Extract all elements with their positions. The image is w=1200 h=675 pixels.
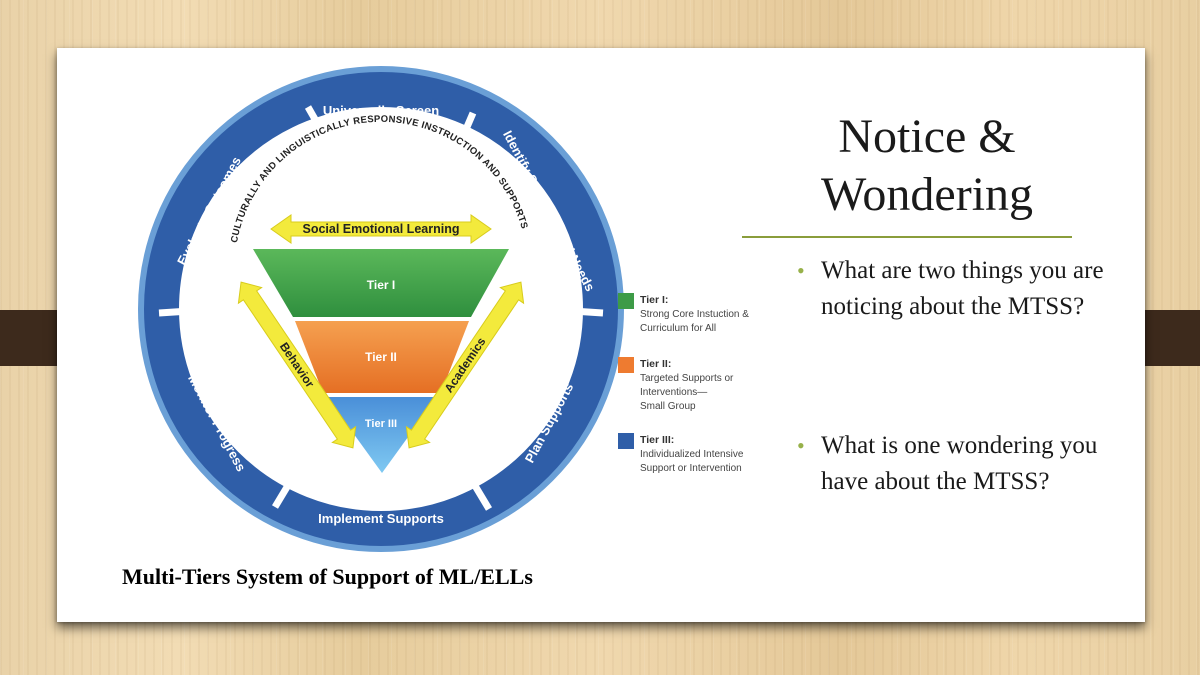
- legend-line-tier-1a: Strong Core Instuction &: [640, 309, 749, 320]
- legend: Tier I: Strong Core Instuction & Curricu…: [618, 293, 749, 474]
- slide: Universally Screen Identify Strengths an…: [57, 48, 1145, 622]
- bullet-item: • What are two things you are noticing a…: [797, 253, 1111, 325]
- cycle-ring: [139, 67, 623, 551]
- cycle-label-universally-screen: Universally Screen: [323, 103, 439, 118]
- sel-arrow: [270, 214, 492, 244]
- legend-head-tier-3: Tier III:: [640, 434, 674, 446]
- bullet-text: What is one wondering you have about the…: [821, 432, 1098, 495]
- title-divider: [742, 236, 1072, 238]
- cycle-separators: [158, 105, 604, 511]
- bullet-dot-icon: •: [797, 258, 805, 283]
- legend-line-tier-1b: Curriculum for All: [640, 323, 716, 334]
- tier-1-band: [253, 249, 509, 317]
- legend-swatch-tier-1: [618, 293, 634, 309]
- sel-label: Social Emotional Learning: [303, 222, 460, 236]
- slide-title-line-1: Notice &: [838, 110, 1016, 163]
- cycle-label-implement: Implement Supports: [318, 511, 444, 526]
- legend-line-tier-3a: Individualized Intensive: [640, 449, 744, 460]
- tier-3-label: Tier III: [365, 418, 397, 430]
- legend-line-tier-2c: Small Group: [640, 401, 696, 412]
- legend-line-tier-3b: Support or Intervention: [640, 463, 742, 474]
- tier-1-label: Tier I: [367, 278, 395, 292]
- bullet-item: • What is one wondering you have about t…: [797, 428, 1111, 500]
- legend-head-tier-2: Tier II:: [640, 358, 671, 370]
- slide-caption: Multi-Tiers System of Support of ML/ELLs: [122, 564, 533, 589]
- tier-2-band: [295, 321, 469, 393]
- slide-title: Notice & Wondering: [797, 108, 1057, 224]
- legend-swatch-tier-3: [618, 433, 634, 449]
- bullet-dot-icon: •: [797, 433, 805, 458]
- legend-line-tier-2a: Targeted Supports or: [640, 373, 734, 384]
- tier-2-label: Tier II: [365, 350, 397, 364]
- legend-line-tier-2b: Interventions—: [640, 387, 707, 398]
- bullet-text: What are two things you are noticing abo…: [821, 257, 1104, 320]
- slide-title-line-2: Wondering: [820, 168, 1034, 221]
- tier-3-band: [327, 397, 437, 473]
- mtss-diagram-svg: Universally Screen Identify Strengths an…: [138, 66, 749, 552]
- legend-head-tier-1: Tier I:: [640, 294, 668, 306]
- legend-swatch-tier-2: [618, 357, 634, 373]
- mtss-diagram: Universally Screen Identify Strengths an…: [75, 63, 753, 559]
